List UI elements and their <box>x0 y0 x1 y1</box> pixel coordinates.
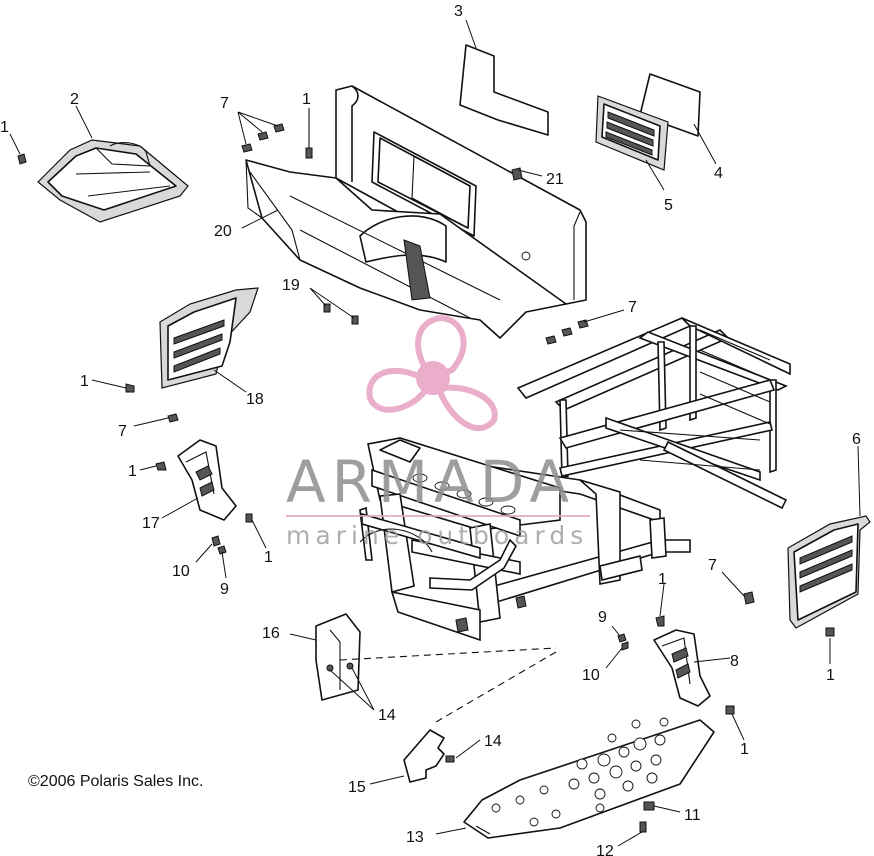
callout-19: 19 <box>282 277 300 294</box>
callout-7: 7 <box>118 423 127 440</box>
callout-1: 1 <box>80 373 89 390</box>
callout-13: 13 <box>406 829 424 846</box>
callout-9: 9 <box>220 581 229 598</box>
callout-12: 12 <box>596 843 614 856</box>
callout-1: 1 <box>302 91 311 108</box>
part-20-bulkhead-tub <box>245 85 587 339</box>
callout-1: 1 <box>740 741 749 758</box>
part-17-bracket-left <box>177 439 237 521</box>
callout-15: 15 <box>348 779 366 796</box>
callout-7: 7 <box>220 95 229 112</box>
part-18-side-panel-left <box>159 287 259 389</box>
part-6-side-panel-right <box>787 515 871 629</box>
callout-1: 1 <box>264 549 273 566</box>
watermark-tagline: marine outboards <box>286 521 588 550</box>
callout-2: 2 <box>70 91 79 108</box>
callout-11: 11 <box>684 807 701 824</box>
callout-5: 5 <box>664 197 673 214</box>
chassis-frame <box>359 317 791 642</box>
callout-17: 17 <box>142 515 160 532</box>
callout-6: 6 <box>852 431 861 448</box>
leader-lines <box>9 19 861 847</box>
skid-plate-holes <box>491 717 669 827</box>
part-8-bracket-right <box>653 629 711 707</box>
callout-9: 9 <box>598 609 607 626</box>
callout-4: 4 <box>714 165 723 182</box>
part-16-panel <box>315 613 361 701</box>
part-3-panel-sheet <box>459 44 549 136</box>
armada-propeller-logo <box>366 314 498 432</box>
callout-7: 7 <box>628 299 637 316</box>
copyright-text: ©2006 Polaris Sales Inc. <box>28 773 203 790</box>
part-5-vent-grill <box>595 95 669 171</box>
callout-20: 20 <box>214 223 232 240</box>
part-15-plate <box>403 729 445 783</box>
callout-10: 10 <box>172 563 190 580</box>
part-13-skid-plate <box>463 717 715 839</box>
callout-14: 14 <box>484 733 502 750</box>
callout-10: 10 <box>582 667 600 684</box>
watermark-brand: ARMADA <box>286 448 575 516</box>
callout-1: 1 <box>826 667 835 684</box>
part-2-cover <box>37 139 189 223</box>
callout-3: 3 <box>454 3 463 20</box>
part-4-panel-sheet <box>639 73 701 137</box>
callout-16: 16 <box>262 625 280 642</box>
callout-14: 14 <box>378 707 396 724</box>
callout-1: 1 <box>128 463 137 480</box>
callout-1: 1 <box>658 571 667 588</box>
callout-1: 1 <box>0 119 9 136</box>
callout-21: 21 <box>546 171 564 188</box>
callout-7: 7 <box>708 557 717 574</box>
callout-18: 18 <box>246 391 264 408</box>
assembly-lines <box>339 647 557 723</box>
watermark: ARMADA marine outboards <box>286 448 590 550</box>
callout-labels: 1 1 1 1 1 1 1 1 2 3 4 5 6 7 7 7 7 8 9 9 … <box>0 3 861 856</box>
callout-8: 8 <box>730 653 739 670</box>
